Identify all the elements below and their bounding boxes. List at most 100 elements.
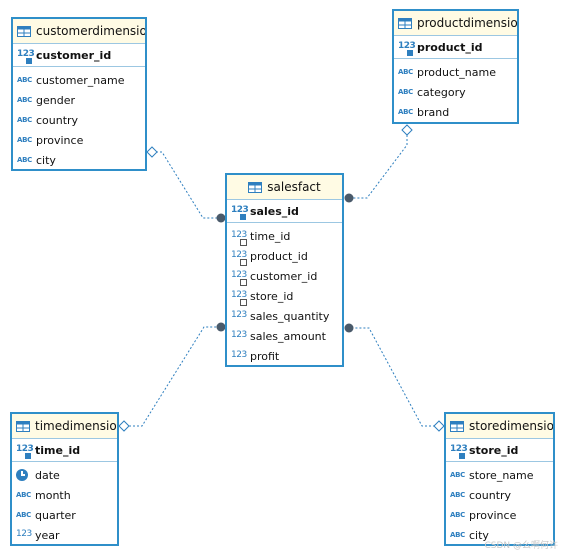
column-name: year (35, 528, 60, 542)
column-name: province (469, 508, 517, 522)
customerdimension-header[interactable]: customerdimension (13, 19, 145, 44)
column-name: sales_quantity (250, 309, 330, 323)
text-type-icon: ABC (17, 135, 32, 144)
table-title: salesfact (267, 180, 321, 194)
column-row[interactable]: ABC gender (13, 90, 145, 110)
column-name: country (36, 113, 79, 127)
column-name: month (35, 488, 71, 502)
link-store-sales (349, 327, 439, 427)
link-time-sales (125, 326, 221, 427)
watermark: CSDN @么啊何许 (484, 541, 558, 551)
table-icon (16, 420, 30, 432)
table-title: storedimension (469, 419, 553, 433)
column-name: brand (417, 105, 450, 119)
column-name: date (35, 468, 60, 482)
endpoint-customer-sales (216, 213, 226, 223)
column-name: product_name (417, 65, 497, 79)
primary-key-number-icon: 123 (17, 49, 35, 65)
diamond-product (401, 124, 413, 136)
productdimension-header[interactable]: productdimension (394, 11, 517, 36)
diamond-time (118, 420, 130, 432)
primary-key-row[interactable]: 123 product_id (394, 36, 517, 59)
endpoint-product-sales (344, 193, 354, 203)
column-name: time_id (35, 443, 81, 457)
table-title: customerdimension (36, 24, 145, 38)
column-name: gender (36, 93, 75, 107)
column-name: product_id (250, 249, 308, 263)
column-name: store_id (250, 289, 294, 303)
column-name: category (417, 85, 466, 99)
primary-key-number-icon: 123 (398, 41, 416, 57)
table-icon (17, 25, 31, 37)
storedimension-table[interactable]: storedimension 123 store_id ABC store_nam… (444, 412, 555, 546)
table-icon (248, 181, 263, 193)
column-name: product_id (417, 40, 483, 54)
text-type-icon: ABC (17, 115, 32, 124)
column-row[interactable]: ABC city (13, 150, 145, 169)
primary-key-row[interactable]: 123 time_id (12, 439, 117, 462)
timedimension-header[interactable]: timedimension (12, 414, 117, 439)
table-title: timedimension (35, 419, 117, 433)
column-row[interactable]: ABC quarter (12, 505, 117, 525)
salesfact-header[interactable]: salesfact (227, 175, 342, 200)
column-row[interactable]: ABC product_name (394, 62, 517, 82)
clock-icon (16, 469, 28, 481)
primary-key-row[interactable]: 123 sales_id (227, 200, 342, 223)
text-type-icon: ABC (398, 107, 413, 116)
table-icon (398, 17, 412, 29)
column-name: city (469, 528, 489, 542)
text-type-icon: ABC (398, 67, 413, 76)
text-type-icon: ABC (450, 470, 465, 479)
primary-key-row[interactable]: 123 customer_id (13, 44, 145, 67)
number-type-icon: 123 (231, 309, 247, 320)
column-name: quarter (35, 508, 76, 522)
number-type-icon: 123 (16, 528, 32, 539)
foreign-key-number-icon: 123 (231, 250, 247, 266)
text-type-icon: ABC (16, 510, 31, 519)
column-name: sales_amount (250, 329, 326, 343)
foreign-key-number-icon: 123 (231, 230, 247, 246)
text-type-icon: ABC (17, 75, 32, 84)
column-name: customer_id (250, 269, 318, 283)
table-icon (450, 420, 464, 432)
column-row[interactable]: ABC province (446, 505, 553, 525)
column-row[interactable]: ABC store_name (446, 465, 553, 485)
column-row[interactable]: ABC country (13, 110, 145, 130)
number-type-icon: 123 (231, 329, 247, 340)
column-name: city (36, 153, 56, 167)
text-type-icon: ABC (17, 95, 32, 104)
diamond-store (433, 420, 445, 432)
text-type-icon: ABC (450, 510, 465, 519)
link-product-sales (349, 131, 408, 199)
primary-key-number-icon: 123 (450, 444, 468, 460)
text-type-icon: ABC (450, 490, 465, 499)
primary-key-number-icon: 123 (16, 444, 34, 460)
primary-key-row[interactable]: 123 store_id (446, 439, 553, 462)
column-name: store_name (469, 468, 534, 482)
productdimension-table[interactable]: productdimension 123 product_id ABC produ… (392, 9, 519, 124)
column-name: customer_id (36, 48, 112, 62)
column-row[interactable]: date (12, 465, 117, 485)
foreign-key-number-icon: 123 (231, 270, 247, 286)
storedimension-header[interactable]: storedimension (446, 414, 553, 439)
column-name: profit (250, 349, 280, 363)
column-row[interactable]: ABC brand (394, 102, 517, 122)
text-type-icon: ABC (17, 155, 32, 164)
